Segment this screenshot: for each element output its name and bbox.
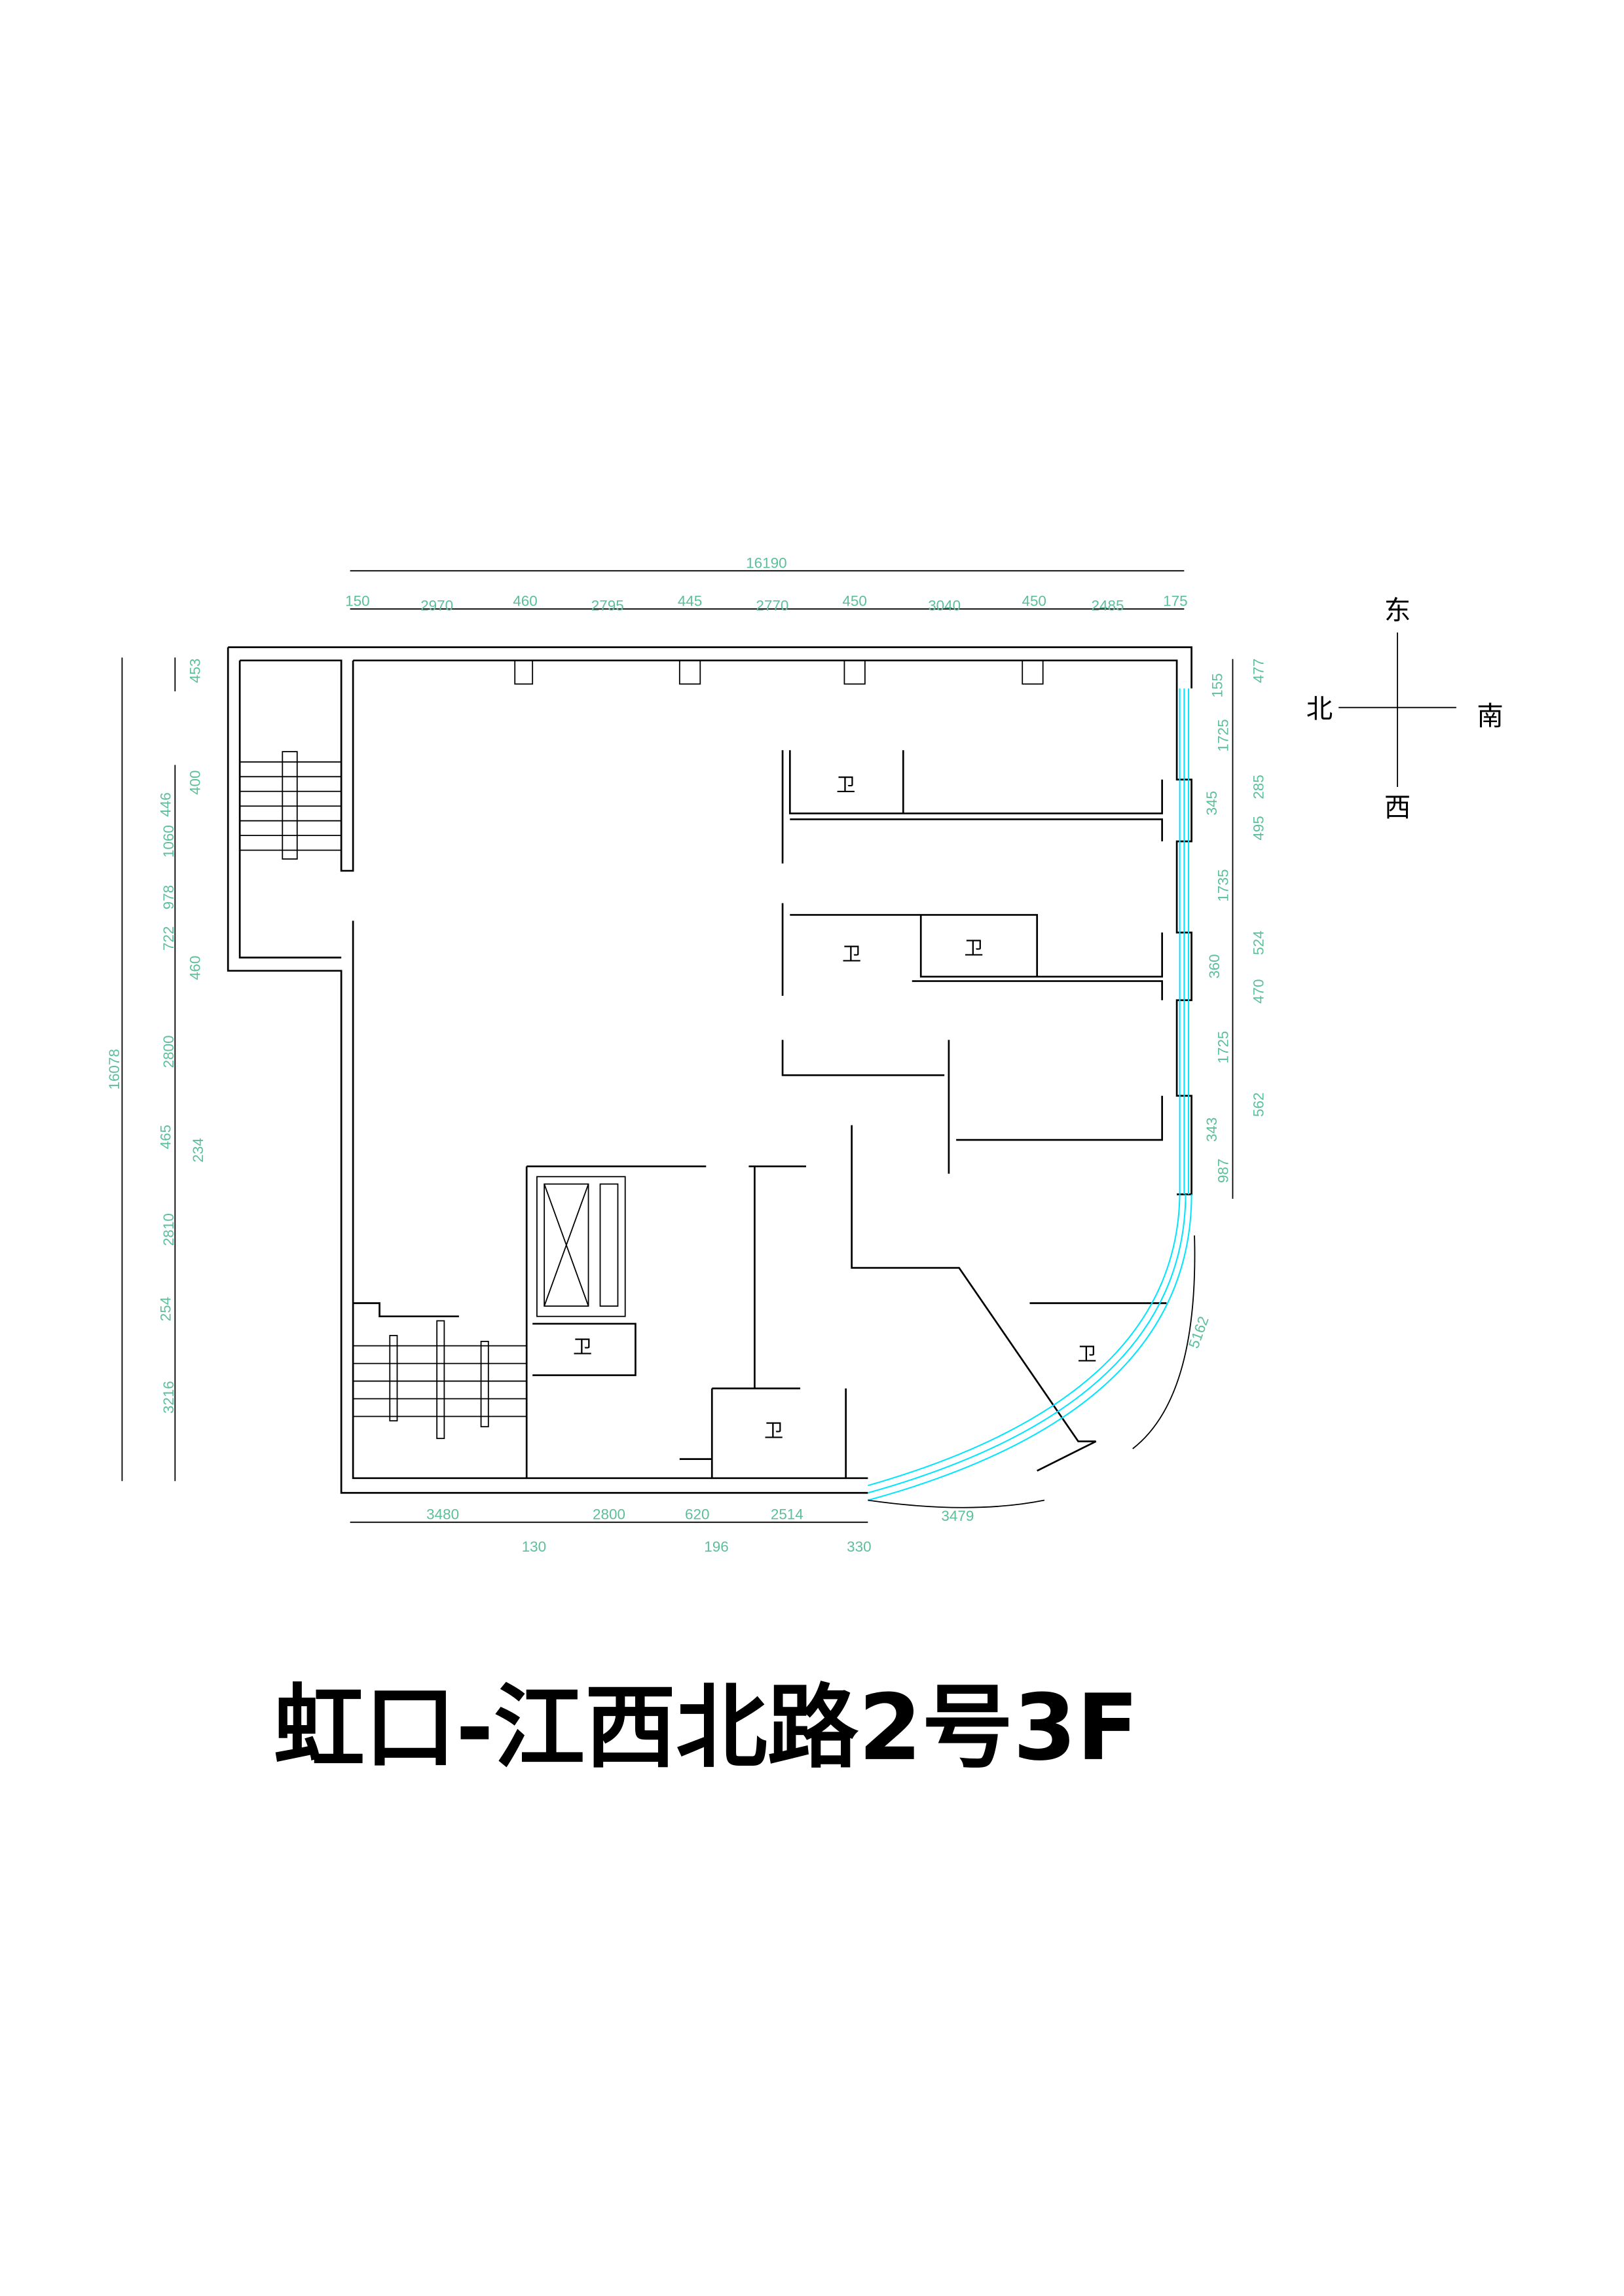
dim-label: 175 xyxy=(1163,593,1187,610)
compass: 东 北 南 西 xyxy=(1306,594,1504,823)
dim-label: 722 xyxy=(160,926,177,951)
dim-label: 155 xyxy=(1209,673,1226,697)
dim-label: 524 xyxy=(1251,930,1267,955)
stairs xyxy=(240,751,527,1440)
restroom-label: 卫 xyxy=(1077,1343,1096,1365)
dim-label: 234 xyxy=(190,1138,206,1162)
dim-label: 150 xyxy=(345,593,369,610)
dim-label: 470 xyxy=(1251,979,1267,1004)
dim-label: 1725 xyxy=(1215,1031,1232,1064)
dim-label: 1725 xyxy=(1215,719,1232,752)
dim-label: 2970 xyxy=(420,597,453,613)
dim-label: 2485 xyxy=(1092,597,1124,613)
compass-west: 西 xyxy=(1384,792,1411,823)
page-title: 虹口-江西北路2号3F xyxy=(273,1675,1139,1781)
dim-label: 445 xyxy=(678,593,702,610)
dim-label: 1735 xyxy=(1215,869,1232,902)
dims-bottom: 3480 2800 620 2514 130 196 330 3479 5162 xyxy=(426,1314,1212,1555)
dim-label: 460 xyxy=(187,956,204,980)
walls xyxy=(227,646,1192,1494)
curtain-wall xyxy=(868,688,1196,1508)
restroom-label: 卫 xyxy=(836,774,855,796)
dims-right: 155 1725 345 1735 360 1725 343 987 477 2… xyxy=(1204,659,1267,1183)
dim-label: 495 xyxy=(1251,816,1267,840)
dim-left-total: 16078 xyxy=(106,1049,122,1089)
dim-label: 2800 xyxy=(160,1035,177,1068)
dim-label: 987 xyxy=(1215,1159,1232,1183)
compass-east: 东 xyxy=(1384,594,1411,626)
dim-label: 196 xyxy=(704,1539,728,1555)
dim-label: 446 xyxy=(158,792,174,816)
dims-left: 453 400 460 234 446 1060 978 722 2800 46… xyxy=(106,659,206,1413)
dimension-lines xyxy=(121,570,1234,1523)
dim-label: 343 xyxy=(1204,1118,1220,1142)
restroom-label: 卫 xyxy=(764,1419,783,1442)
dim-label: 130 xyxy=(522,1539,546,1555)
dim-arc-right: 5162 xyxy=(1185,1314,1212,1350)
dim-label: 3480 xyxy=(426,1506,459,1523)
dim-label: 400 xyxy=(187,771,204,795)
dim-label: 453 xyxy=(187,659,204,683)
dim-label: 562 xyxy=(1251,1092,1267,1116)
dim-arc-bottom: 3479 xyxy=(941,1508,974,1524)
dim-label: 2800 xyxy=(593,1506,625,1523)
restroom-label: 卫 xyxy=(965,937,984,959)
dim-label: 2810 xyxy=(160,1213,177,1246)
dim-top-total: 16190 xyxy=(746,555,786,571)
dim-label: 345 xyxy=(1204,791,1220,815)
dim-label: 254 xyxy=(158,1297,174,1321)
compass-south: 南 xyxy=(1477,701,1503,732)
restroom-label: 卫 xyxy=(573,1336,592,1358)
dims-top: 150 2970 460 2795 445 2770 450 3040 450 … xyxy=(345,593,1187,614)
dim-label: 620 xyxy=(685,1506,709,1523)
dim-label: 3216 xyxy=(160,1381,177,1413)
dim-label: 450 xyxy=(1022,593,1046,610)
dim-label: 2770 xyxy=(756,597,788,613)
dim-label: 978 xyxy=(160,885,177,909)
elevator xyxy=(536,1176,626,1317)
dim-label: 450 xyxy=(842,593,866,610)
dim-label: 460 xyxy=(513,593,537,610)
compass-north: 北 xyxy=(1306,693,1333,724)
dim-label: 2514 xyxy=(771,1506,803,1523)
dim-label: 1060 xyxy=(160,825,177,858)
dim-label: 477 xyxy=(1251,659,1267,683)
dim-label: 2795 xyxy=(591,597,624,613)
dim-label: 3040 xyxy=(928,597,961,613)
restroom-label: 卫 xyxy=(842,943,861,965)
dim-label: 360 xyxy=(1206,954,1223,978)
dim-label: 285 xyxy=(1251,774,1267,799)
dim-label: 465 xyxy=(158,1125,174,1149)
dim-label: 330 xyxy=(847,1539,871,1555)
